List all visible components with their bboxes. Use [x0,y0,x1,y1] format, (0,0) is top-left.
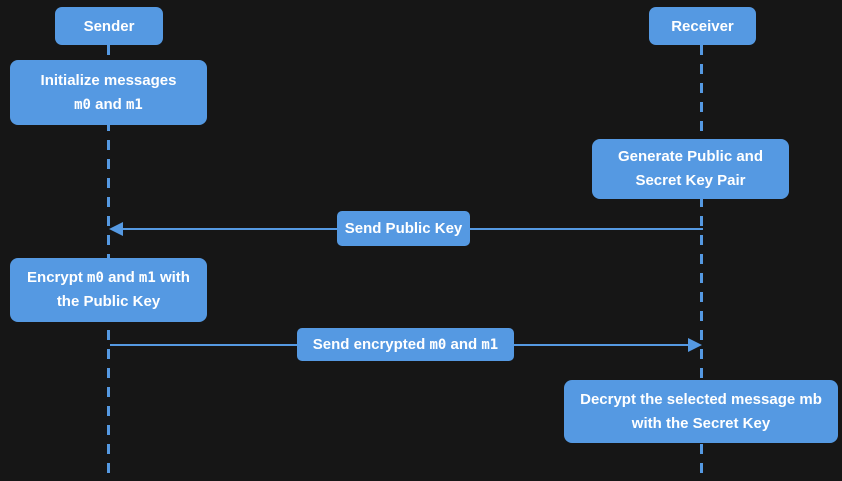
receiver-lifeline [700,45,703,477]
note-decrypt-message: Decrypt the selected message mb with the… [564,380,838,443]
note-generate-keypair: Generate Public and Secret Key Pair [592,139,789,199]
actor-receiver-label: Receiver [671,17,734,35]
actor-sender: Sender [55,7,163,45]
message-label-send-public-key: Send Public Key [337,211,470,246]
m1-token: m1 [481,336,499,353]
m0-token: m0 [74,96,91,113]
note-encrypt-messages: Encrypt m0 and m1 with the Public Key [10,258,207,322]
actor-receiver: Receiver [649,7,756,45]
arrowhead-right-icon [688,338,702,352]
note-line: Encrypt m0 and m1 with [27,269,190,286]
m0-token: m0 [87,270,104,286]
m1-token: m1 [138,270,156,286]
note-line: Decrypt the selected message mb [580,390,822,408]
m0-token: m0 [429,336,447,353]
note-initialize-messages: Initialize messages m0 and m1 [10,60,207,125]
note-line: m0 and m1 [74,95,143,113]
message-label-send-encrypted: Send encrypted m0 and m1 [297,328,514,361]
note-line: with the Secret Key [631,414,771,432]
note-line: Secret Key Pair [635,172,746,189]
note-line: Generate Public and [617,148,764,165]
actor-sender-label: Sender [83,17,135,35]
note-line: Initialize messages [40,71,177,89]
arrowhead-left-icon [109,222,123,236]
note-line: the Public Key [56,293,161,310]
m1-token: m1 [126,96,143,113]
